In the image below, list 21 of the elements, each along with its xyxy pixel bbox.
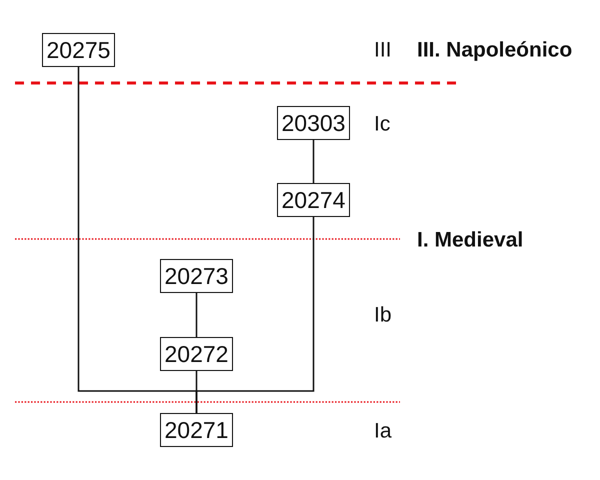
unit-box [277, 183, 350, 217]
phase-label: Ia [374, 419, 392, 443]
connector-line [196, 293, 198, 337]
unit-number: 20273 [164, 264, 228, 288]
unit-box [42, 33, 115, 67]
unit-box [277, 106, 350, 140]
phase-label: III [374, 38, 392, 62]
unit-box [160, 337, 233, 371]
connector-line [196, 371, 198, 413]
unit-number: 20271 [164, 418, 228, 442]
unit-number: 20275 [46, 38, 110, 62]
unit-number: 20274 [282, 188, 346, 212]
connector-line [312, 140, 314, 183]
unit-box [160, 413, 233, 447]
unit-box [160, 259, 233, 293]
unit-number: 20303 [282, 112, 346, 134]
unit-number: 20272 [164, 342, 228, 366]
phase-label: Ic [374, 112, 390, 136]
period-label: I. Medieval [417, 228, 524, 252]
period-label: III. Napoleónico [417, 38, 572, 62]
phase-label: Ib [374, 303, 392, 327]
